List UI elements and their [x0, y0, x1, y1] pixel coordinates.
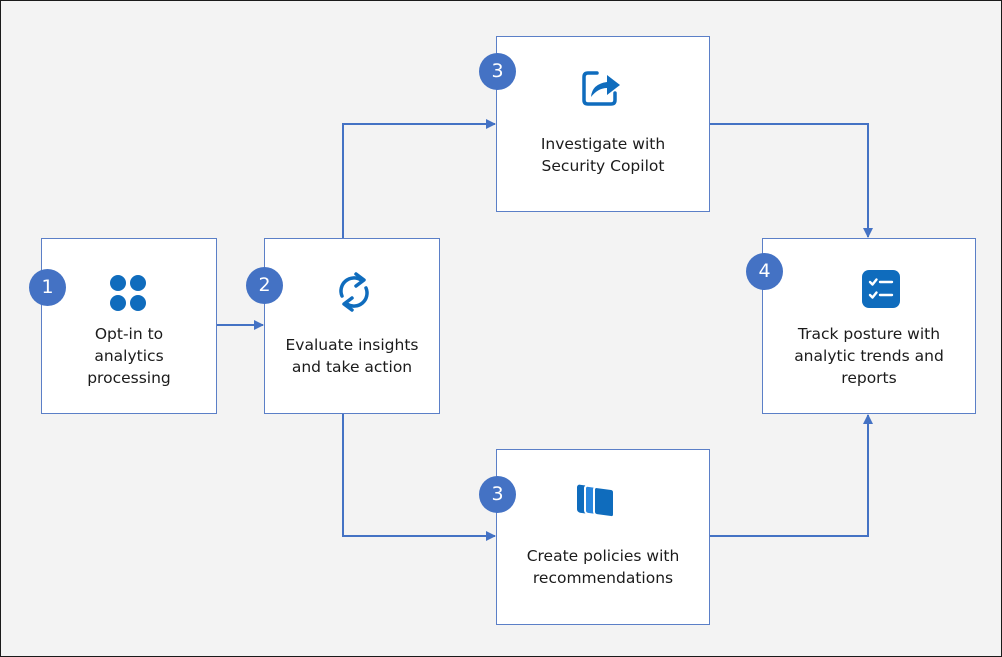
checklist-icon — [862, 270, 900, 308]
step-box-create-policies: Create policies with recommendations — [496, 449, 710, 625]
step-label: Investigate with Security Copilot — [540, 135, 666, 175]
refresh-cycle-icon — [334, 270, 374, 314]
step-number-badge: 3 — [479, 53, 516, 90]
connector-evaluate-to-investigate — [342, 119, 496, 239]
step-label: Evaluate insights and take action — [285, 336, 419, 376]
connector-policies-to-track — [709, 414, 873, 537]
step-label: Track posture with analytic trends and r… — [794, 325, 944, 387]
step-number-badge: 2 — [246, 267, 283, 304]
connector-investigate-to-track — [709, 123, 873, 238]
share-arrow-icon — [581, 67, 623, 107]
step-number-badge: 4 — [746, 253, 783, 290]
step-box-track-posture: Track posture with analytic trends and r… — [762, 238, 976, 414]
step-box-evaluate: Evaluate insights and take action — [264, 238, 440, 414]
step-box-opt-in: Opt-in to analytics processing — [41, 238, 217, 414]
step-number-badge: 1 — [29, 269, 66, 306]
step-box-investigate: Investigate with Security Copilot — [496, 36, 710, 212]
step-label: Create policies with recommendations — [526, 547, 680, 587]
step-label: Opt-in to analytics processing — [87, 325, 171, 387]
connector-evaluate-to-policies — [342, 413, 496, 541]
stacked-cards-icon — [575, 481, 619, 521]
four-dots-icon — [109, 274, 147, 312]
step-number-badge: 3 — [479, 476, 516, 513]
